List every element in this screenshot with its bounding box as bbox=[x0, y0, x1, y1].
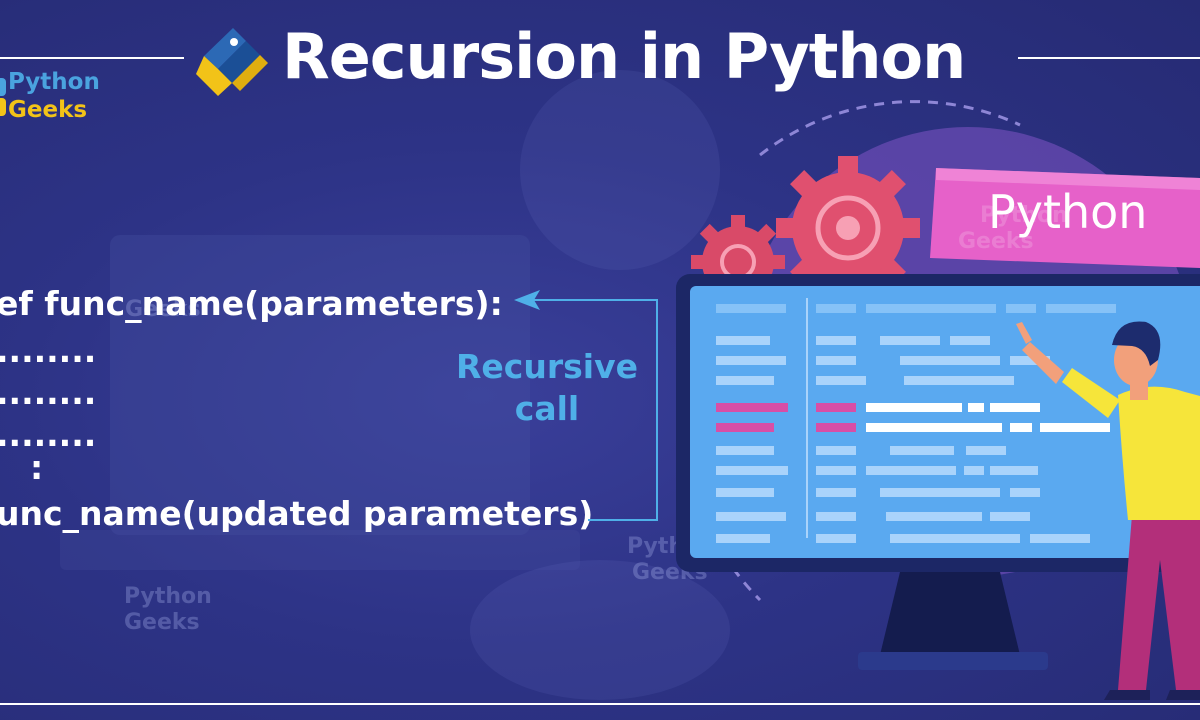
watermark-geeks: Geeks bbox=[125, 297, 201, 322]
person-illustration bbox=[1016, 321, 1200, 700]
page-title: Recursion in Python bbox=[282, 20, 966, 93]
arrow-bottom-segment bbox=[588, 519, 658, 521]
arrow-top-segment bbox=[530, 299, 658, 301]
python-badge bbox=[930, 168, 1200, 268]
gear-icon bbox=[776, 156, 920, 300]
code-line-def: ef func_name(parameters): bbox=[0, 284, 503, 323]
recursive-call-label-line2: call bbox=[514, 389, 580, 428]
background-laptop bbox=[110, 235, 530, 535]
background-blob bbox=[470, 560, 730, 700]
python-badge-label: Python bbox=[988, 185, 1147, 239]
watermark-python: Python bbox=[124, 584, 212, 609]
arrow-vertical-segment bbox=[656, 299, 658, 521]
title-rule-right bbox=[1018, 57, 1200, 59]
recursive-call-label-line1: Recursive bbox=[456, 347, 638, 386]
bottom-rule bbox=[0, 703, 1200, 705]
brand-name-geeks: Geeks bbox=[8, 97, 88, 123]
code-line-colon: : bbox=[30, 448, 44, 487]
code-line-recursive-call: unc_name(updated parameters) bbox=[0, 494, 594, 533]
screen-code-bars bbox=[716, 304, 1116, 543]
arrow-left-icon bbox=[514, 290, 540, 310]
code-line-dots: ........ bbox=[0, 373, 97, 412]
code-line-dots: ........ bbox=[0, 331, 97, 370]
brand-name-python: Python bbox=[8, 69, 100, 95]
code-line-dots: ........ bbox=[0, 415, 97, 454]
brand-mark-icon bbox=[0, 78, 6, 116]
badge-watermark-geeks: Geeks bbox=[958, 229, 1034, 254]
recursive-call-label: Recursive call bbox=[438, 346, 656, 430]
background-blob bbox=[520, 70, 720, 270]
badge-watermark-python: Python bbox=[980, 203, 1068, 228]
python-logo-icon bbox=[196, 28, 268, 96]
title-rule-left bbox=[0, 57, 184, 59]
watermark-geeks: Geeks bbox=[124, 610, 200, 635]
background-laptop-base bbox=[60, 530, 580, 570]
